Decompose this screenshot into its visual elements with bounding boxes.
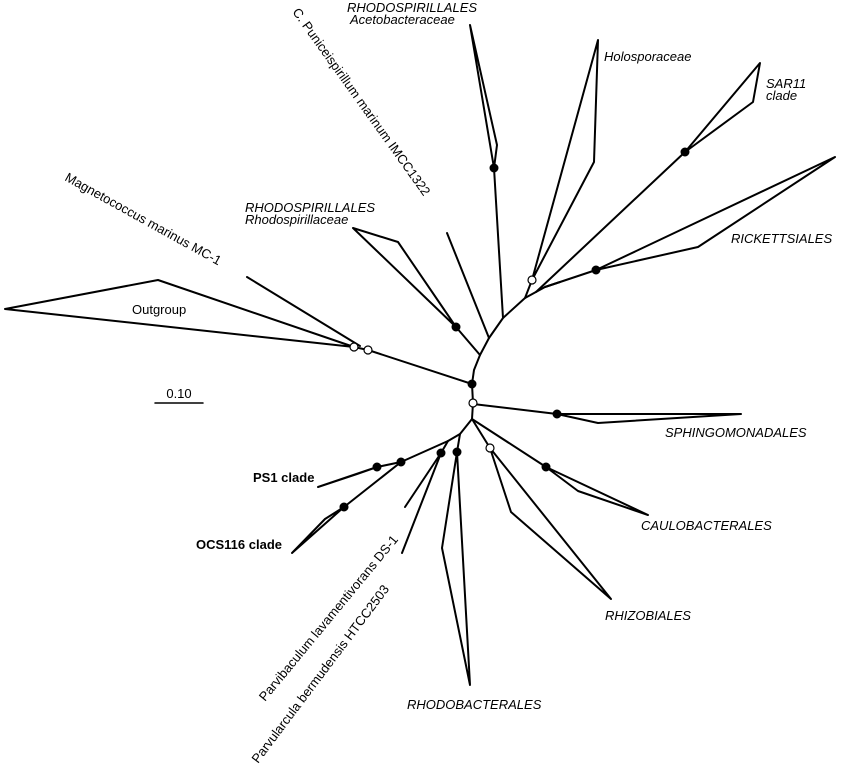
- ocs116-triangle: [291, 506, 345, 554]
- label-ps1-clade: PS1 clade: [253, 470, 314, 485]
- label-rhodobacterales: RHODOBACTERALES: [407, 697, 542, 712]
- label-magnetococcus: Magnetococcus marinus MC-1: [63, 170, 224, 269]
- filled-node: [552, 409, 562, 419]
- filled-node: [339, 502, 349, 512]
- rhodospirillaceae-stem: [455, 326, 481, 356]
- label-rhodospirillaceae-order: RHODOSPIRILLALES: [245, 200, 375, 215]
- rickettsiales-triangle: [595, 156, 836, 271]
- parvibaculum-branch: [404, 452, 442, 508]
- label-parvularcula: Parvularcula bermudensis HTCC2503: [248, 582, 392, 766]
- filled-node: [452, 447, 462, 457]
- label-caulobacterales: CAULOBACTERALES: [641, 518, 772, 533]
- filled-node: [436, 448, 446, 458]
- filled-node: [489, 163, 499, 173]
- label-sar11-clade: clade: [766, 88, 797, 103]
- ocs116-stem: [343, 461, 402, 508]
- scale-bar-label: 0.10: [166, 386, 191, 401]
- parvularcula-branch: [401, 452, 442, 554]
- puniceispirillum-branch: [446, 232, 490, 339]
- label-outgroup: Outgroup: [132, 302, 186, 317]
- rhizobiales-triangle: [489, 447, 612, 600]
- sphingomonadales-triangle: [556, 413, 742, 424]
- acetobacteraceae-stem: [493, 167, 504, 319]
- rickettsiales-stem: [544, 269, 597, 288]
- filled-node: [451, 322, 461, 332]
- acetobacteraceae-triangle: [469, 24, 498, 169]
- label-sphingomonadales: SPHINGOMONADALES: [665, 425, 807, 440]
- filled-node: [372, 462, 382, 472]
- label-acetobacteraceae-family: Acetobacteraceae: [349, 12, 455, 27]
- magnetococcus-branch: [246, 276, 361, 347]
- label-rhizobiales: RHIZOBIALES: [605, 608, 691, 623]
- caulobacterales-triangle: [545, 466, 649, 516]
- sar11-stem: [535, 151, 686, 293]
- filled-node: [541, 462, 551, 472]
- rhodobacterales-triangle: [441, 451, 471, 686]
- label-sar11: SAR11: [766, 76, 806, 91]
- filled-node: [396, 457, 406, 467]
- caulobacterales-stem: [471, 418, 547, 468]
- label-parvibaculum: Parvibaculum lavamentivorans DS-1: [256, 532, 401, 704]
- open-node: [349, 342, 359, 352]
- open-node: [468, 398, 478, 408]
- sar11-triangle: [684, 62, 761, 153]
- open-node: [485, 443, 495, 453]
- filled-node: [591, 265, 601, 275]
- label-rickettsiales: RICKETTSIALES: [731, 231, 832, 246]
- open-node: [527, 275, 537, 285]
- label-ocs116-clade: OCS116 clade: [196, 537, 282, 552]
- open-node: [363, 345, 373, 355]
- label-rhodospirillaceae-family: Rhodospirillaceae: [245, 212, 348, 227]
- root-branch: [367, 349, 473, 385]
- rhizobiales-stem: [471, 418, 491, 449]
- filled-node: [467, 379, 477, 389]
- label-holosporaceae: Holosporaceae: [604, 49, 691, 64]
- sphingomonadales-stem: [472, 403, 558, 415]
- ps1-ocs116-stem: [400, 440, 449, 463]
- label-acetobacteraceae-order: RHODOSPIRILLALES: [347, 0, 477, 15]
- holosporaceae-triangle: [531, 39, 599, 281]
- filled-node: [680, 147, 690, 157]
- label-puniceispirillum: C. Puniceispirillum marinum IMCC1322: [290, 5, 434, 198]
- branches: [4, 24, 836, 686]
- backbone-upper-arc: [471, 281, 561, 385]
- ps1-triangle: [317, 466, 378, 488]
- outgroup-triangle: [4, 279, 355, 348]
- nodes: [339, 147, 690, 512]
- rhodospirillaceae-triangle: [352, 227, 457, 328]
